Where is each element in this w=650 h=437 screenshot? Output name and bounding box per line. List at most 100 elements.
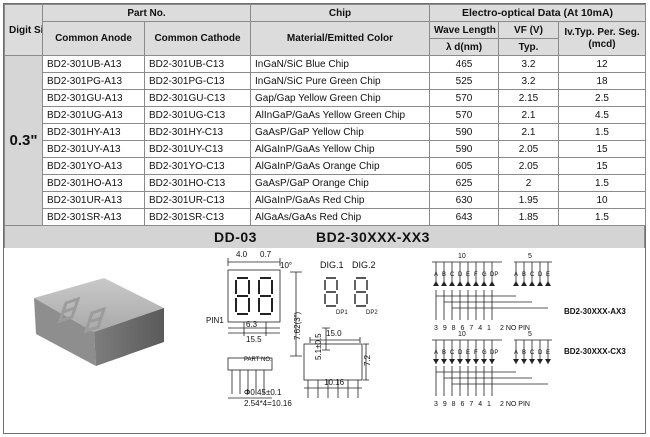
vf-cell: 2.1: [498, 123, 559, 141]
iv-header: Iv.Typ. Per. Seg. (mcd): [558, 21, 646, 56]
vf-cell: 3.2: [498, 72, 559, 90]
common-cathode-cell: BD2-301UR-C13: [144, 191, 251, 209]
diode-symbol: [537, 281, 543, 286]
wave-cell: 605: [429, 157, 499, 175]
segment-letter: A: [514, 272, 518, 278]
segment-letter: C: [530, 272, 535, 278]
part-no-header: Part No.: [42, 4, 251, 22]
vf-cell: 2.1: [498, 106, 559, 124]
circuit-cathode: [432, 339, 552, 396]
vf-cell: 2.15: [498, 89, 559, 107]
dim-6-3: 6.3: [246, 320, 258, 329]
mechanical-drawing: [227, 258, 369, 399]
material-cell: AlGaInP/GaAs Yellow Chip: [250, 140, 430, 158]
dim-10-16: 10.16: [324, 378, 345, 387]
segment-letter: D: [458, 272, 463, 278]
common-cathode-cell: BD2-301UB-C13: [144, 55, 251, 73]
material-cell: GaAsP/GaP Orange Chip: [250, 174, 430, 192]
diode-symbol: [513, 281, 519, 286]
pin-row-top: 3 9 8 6 7 4 1: [434, 325, 492, 332]
diode-symbol: [481, 281, 487, 286]
dim-7-2: 7.2: [363, 354, 372, 366]
wave-cell: 570: [429, 89, 499, 107]
iv-cell: 18: [558, 72, 646, 90]
diode-symbol: [489, 359, 495, 364]
wave-cell: 625: [429, 174, 499, 192]
segment-letter: C: [450, 272, 455, 278]
segment-letter: D: [458, 350, 463, 356]
diode-symbol: [473, 359, 479, 364]
wave-cell: 570: [429, 106, 499, 124]
dim-0-7: 0.7: [260, 250, 272, 259]
circuit-labels: 10 5 10 5 3 9 8 6 7 4 1 2 NO PIN 3 9 8 6…: [434, 253, 626, 408]
pin10-label-bottom: 10: [458, 331, 466, 338]
vf-cell: 2.05: [498, 140, 559, 158]
digit-size-header: Digit Size: [4, 4, 43, 56]
material-cell: AlGaInP/GaAs Orange Chip: [250, 157, 430, 175]
spec-table: Digit Size Part No. Chip Electro-optical…: [4, 4, 646, 226]
dig1-label: DIG.1: [320, 260, 344, 270]
segment-letter: E: [546, 350, 550, 356]
part-no-stamp: PART NO.: [244, 357, 272, 363]
common-cathode-cell: BD2-301UY-C13: [144, 140, 251, 158]
material-cell: GaAsP/GaP Yellow Chip: [250, 123, 430, 141]
diode-symbol: [545, 281, 551, 286]
vf-header: VF (V): [498, 21, 559, 39]
material-cell: AlInGaP/GaAs Yellow Green Chip: [250, 106, 430, 124]
segment-letter: E: [466, 272, 470, 278]
circuit-anode-label: BD2-30XXX-AX3: [564, 307, 626, 316]
diode-symbol: [465, 359, 471, 364]
circuit-cathode-label: BD2-30XXX-CX3: [564, 347, 626, 356]
dp1-label: DP1: [336, 310, 348, 316]
display-photo: [34, 278, 164, 366]
iv-cell: 1.5: [558, 174, 646, 192]
drawing-labels: 4.0 0.7 10° PIN1 6.3 15.5 PART NO. Φ0.45…: [206, 250, 372, 408]
common-cathode-cell: BD2-301PG-C13: [144, 72, 251, 90]
segment-letter: D: [538, 272, 543, 278]
segment-letter: B: [522, 272, 526, 278]
vf-cell: 2: [498, 174, 559, 192]
common-anode-cell: BD2-301YO-A13: [42, 157, 145, 175]
material-cell: AlGaAs/GaAs Red Chip: [250, 208, 430, 226]
segment-letter: E: [546, 272, 550, 278]
iv-cell: 4.5: [558, 106, 646, 124]
iv-cell: 10: [558, 191, 646, 209]
diode-symbol: [481, 359, 487, 364]
wave-cell: 590: [429, 123, 499, 141]
wave-length-header: Wave Length: [429, 21, 499, 39]
diode-symbol: [537, 359, 543, 364]
drawings-area: 4.0 0.7 10° PIN1 6.3 15.5 PART NO. Φ0.45…: [4, 248, 645, 412]
vf-cell: 3.2: [498, 55, 559, 73]
iv-cell: 12: [558, 55, 646, 73]
diode-symbol: [449, 359, 455, 364]
common-anode-cell: BD2-301PG-A13: [42, 72, 145, 90]
segment-letter: F: [474, 272, 478, 278]
datasheet: Digit Size Part No. Chip Electro-optical…: [3, 3, 646, 434]
wave-cell: 525: [429, 72, 499, 90]
diode-symbol: [489, 281, 495, 286]
common-anode-cell: BD2-301GU-A13: [42, 89, 145, 107]
vf-typ-header: Typ.: [498, 38, 559, 56]
dim-pin-diameter: Φ0.45±0.1: [244, 388, 282, 397]
common-anode-cell: BD2-301UR-A13: [42, 191, 145, 209]
pin5-label-bottom: 5: [528, 331, 532, 338]
segment-letter: A: [434, 350, 438, 356]
common-cathode-cell: BD2-301HY-C13: [144, 123, 251, 141]
wave-cell: 630: [429, 191, 499, 209]
common-cathode-header: Common Cathode: [144, 21, 251, 56]
iv-cell: 1.5: [558, 123, 646, 141]
diode-symbol: [433, 359, 439, 364]
diode-symbol: [521, 281, 527, 286]
material-cell: InGaN/SiC Blue Chip: [250, 55, 430, 73]
iv-cell: 2.5: [558, 89, 646, 107]
